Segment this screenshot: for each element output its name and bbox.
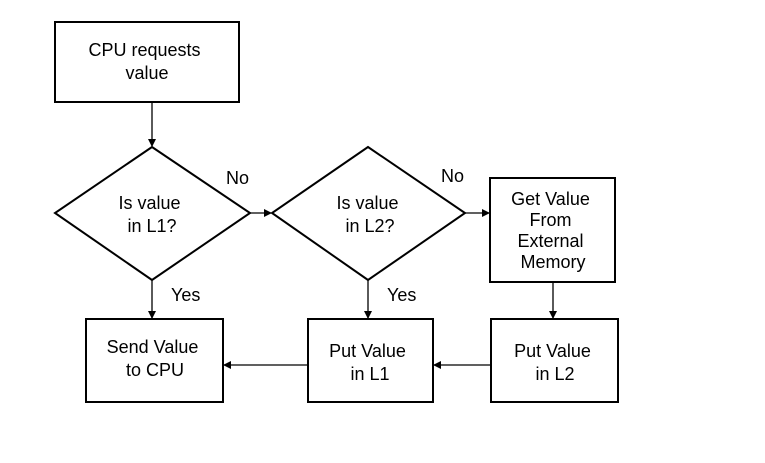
cpu-requests-box — [54, 21, 240, 103]
put-l1-line-1: Put Value — [329, 341, 406, 361]
get-external-line-3: External — [517, 231, 583, 251]
send-to-cpu-line-2: to CPU — [126, 360, 184, 380]
put-l2-label: Put Value in L2 — [514, 341, 596, 384]
l2-decision-line-1: Is value — [336, 193, 398, 213]
cpu-requests-label: CPU requests value — [88, 40, 205, 83]
put-l1-label: Put Value in L1 — [329, 341, 411, 384]
l2-yes-label: Yes — [387, 285, 416, 305]
l1-yes-label: Yes — [171, 285, 200, 305]
l1-decision-line-2: in L1? — [127, 216, 176, 236]
get-external-line-1: Get Value — [511, 189, 590, 209]
get-external-label: Get Value From External Memory — [511, 189, 595, 272]
l1-decision-diamond — [53, 145, 252, 282]
l2-decision-diamond — [270, 145, 467, 282]
get-external-box — [489, 177, 616, 283]
l1-no-label: No — [226, 168, 249, 188]
send-to-cpu-line-1: Send Value — [107, 337, 199, 357]
l1-decision-label: Is value in L1? — [118, 193, 185, 236]
put-l1-box — [307, 318, 434, 403]
put-l2-line-1: Put Value — [514, 341, 591, 361]
cpu-requests-line-2: value — [125, 63, 168, 83]
l1-decision-line-1: Is value — [118, 193, 180, 213]
put-l2-line-2: in L2 — [535, 364, 574, 384]
l2-no-label: No — [441, 166, 464, 186]
send-to-cpu-box — [85, 318, 224, 403]
l2-decision-line-2: in L2? — [345, 216, 394, 236]
put-l1-line-2: in L1 — [350, 364, 389, 384]
cpu-requests-line-1: CPU requests — [88, 40, 200, 60]
l2-decision-label: Is value in L2? — [336, 193, 403, 236]
get-external-line-2: From — [529, 210, 571, 230]
put-l2-box — [490, 318, 619, 403]
send-to-cpu-label: Send Value to CPU — [107, 337, 204, 380]
get-external-line-4: Memory — [520, 252, 585, 272]
